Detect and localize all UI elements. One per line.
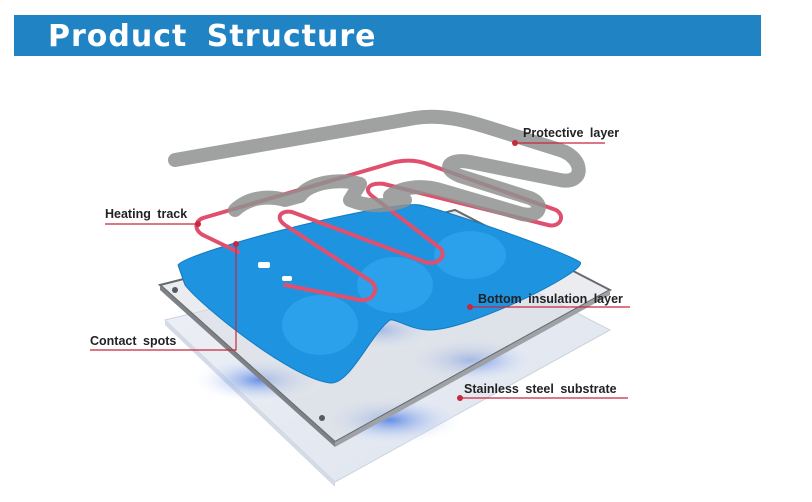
protective-layer bbox=[168, 109, 586, 222]
label-protective-layer: Protective layer bbox=[523, 126, 620, 140]
label-bottom-insulation-layer: Bottom insulation layer bbox=[478, 292, 623, 306]
leader-lines bbox=[90, 142, 630, 399]
page-title: Product Structure bbox=[48, 19, 377, 54]
label-stainless-steel-substrate: Stainless steel substrate bbox=[464, 382, 617, 396]
label-contact-spots: Contact spots bbox=[90, 334, 177, 348]
contact-spot-marks bbox=[258, 262, 292, 281]
contact-spots-leader bbox=[90, 245, 237, 351]
title-banner bbox=[14, 15, 761, 56]
leader-dots bbox=[195, 140, 518, 401]
label-heating-track: Heating track bbox=[105, 207, 188, 221]
bottom-insulation-layer bbox=[177, 204, 581, 384]
heating-track-layer bbox=[194, 158, 564, 303]
